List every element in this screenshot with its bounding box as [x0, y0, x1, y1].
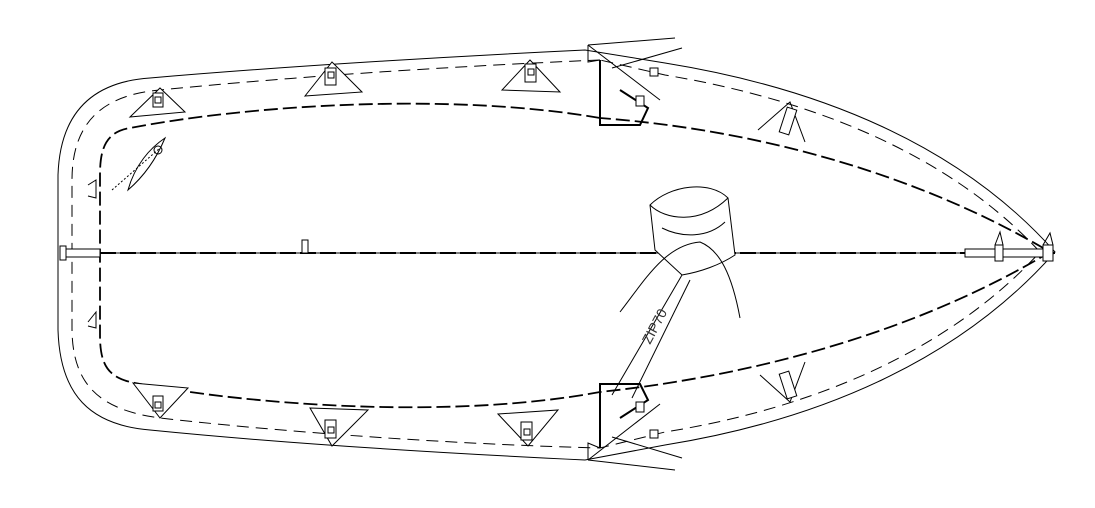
bow-fitting [964, 248, 1051, 258]
side-handle-top [757, 101, 806, 143]
center-dome [611, 186, 741, 399]
transom-fin-lower [87, 310, 97, 329]
keel-marker [301, 239, 309, 254]
bow-fitting-block-2 [1042, 244, 1054, 262]
bracket-top-1 [128, 87, 187, 118]
bracket-bottom-3 [496, 409, 560, 447]
transom-fin-upper [87, 179, 97, 199]
floor-inner-edge [99, 102, 1052, 409]
oarlock-bottom [587, 383, 683, 471]
bracket-top-3 [500, 59, 562, 93]
bow-cleat-top [994, 230, 1004, 246]
bow-cleat-top-2 [1042, 231, 1054, 246]
tube-centerline-dashed [71, 59, 1041, 449]
bracket-top-2 [303, 61, 364, 97]
transom-fitting-end [59, 245, 67, 261]
oarlock-top [587, 37, 683, 126]
bracket-bottom-1 [131, 382, 190, 419]
hull-outer-outline [57, 49, 1056, 461]
bow-fitting-block-1 [994, 244, 1004, 262]
side-handle-bottom [759, 361, 806, 403]
zip-label: ZIP70 [639, 306, 671, 347]
bracket-bottom-2 [309, 407, 370, 447]
rope-coil-icon [111, 136, 167, 192]
